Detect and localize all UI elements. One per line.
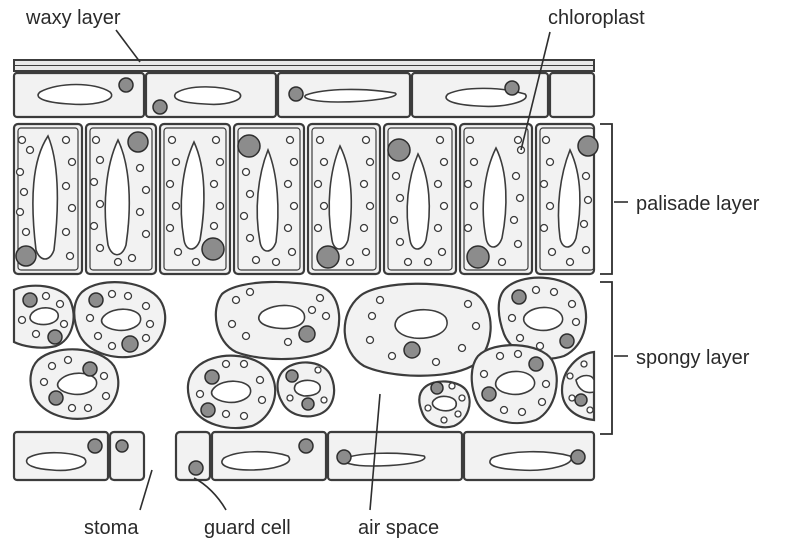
spongy-layer-label: spongy layer — [636, 347, 750, 369]
waxy-layer-leader — [116, 30, 140, 62]
upper-epidermis — [14, 73, 594, 117]
spongy-cell — [14, 286, 74, 348]
air-space-label: air space — [358, 517, 439, 539]
palisade-layer-label: palisade layer — [636, 193, 760, 215]
waxy-layer-label: waxy layer — [25, 7, 121, 29]
spongy-cell — [31, 349, 119, 418]
lower-epidermis — [14, 432, 594, 480]
stoma-label: stoma — [84, 517, 139, 539]
spongy-cell — [345, 284, 491, 376]
guard-cell-leader — [194, 478, 226, 510]
palisade-cell — [86, 124, 156, 274]
spongy-cell — [419, 381, 469, 427]
spongy-cell — [472, 345, 557, 423]
spongy-cell — [74, 282, 165, 357]
palisade-cell — [14, 124, 82, 274]
palisade-cell — [234, 124, 304, 274]
waxy-layer — [14, 60, 594, 71]
spongy-layer — [14, 278, 594, 428]
palisade-cell — [308, 124, 380, 274]
chloroplast-label: chloroplast — [548, 7, 645, 29]
spongy-cell — [562, 352, 594, 420]
palisade-cell — [384, 124, 456, 274]
spongy-cell — [188, 356, 275, 428]
guard-cell-label: guard cell — [204, 517, 291, 539]
palisade-cell — [536, 124, 598, 274]
palisade-bracket — [600, 124, 612, 274]
spongy-cell — [278, 362, 335, 416]
spongy-cell — [216, 282, 339, 359]
spongy-bracket — [600, 282, 612, 434]
palisade-cell — [160, 124, 230, 274]
palisade-layer — [14, 124, 598, 274]
